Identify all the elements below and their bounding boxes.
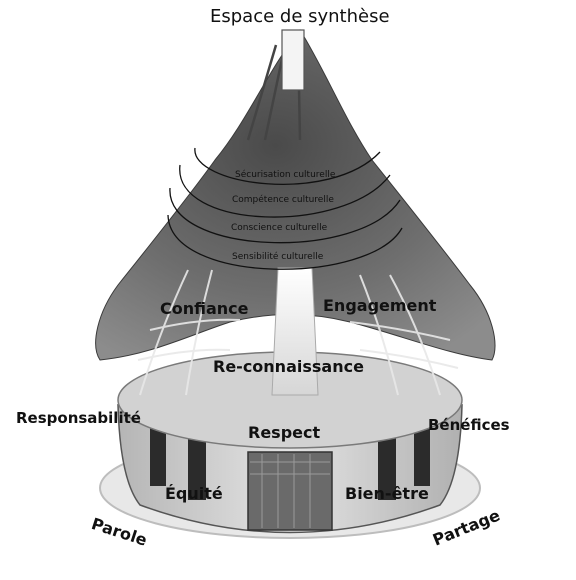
ring-sensibilite bbox=[167, 214, 403, 270]
label-conscience-culturelle: Conscience culturelle bbox=[231, 223, 328, 233]
ring-securisation bbox=[194, 147, 381, 185]
label-securisation-culturelle: Sécurisation culturelle bbox=[235, 170, 336, 180]
central-pole bbox=[271, 267, 319, 396]
door-lattice bbox=[250, 454, 330, 528]
label-responsabilite: Responsabilité bbox=[16, 409, 141, 427]
label-engagement: Engagement bbox=[323, 296, 437, 315]
label-confiance: Confiance bbox=[160, 299, 249, 318]
label-reconnaissance: Re-connaissance bbox=[213, 357, 364, 376]
wall-hangings bbox=[150, 428, 430, 500]
roof-framework bbox=[137, 269, 459, 396]
ring-competence bbox=[179, 164, 391, 218]
label-benefices: Bénéfices bbox=[428, 416, 510, 434]
smoke-flap bbox=[281, 29, 305, 91]
ring-conscience bbox=[169, 187, 401, 244]
label-equite: Équité bbox=[165, 484, 223, 503]
label-competence-culturelle: Compétence culturelle bbox=[232, 195, 334, 205]
label-sensibilite-culturelle: Sensibilité culturelle bbox=[232, 252, 324, 262]
label-bien-etre: Bien-être bbox=[345, 484, 429, 503]
diagram-title: Espace de synthèse bbox=[210, 6, 390, 27]
label-respect: Respect bbox=[248, 423, 321, 442]
hut-door bbox=[247, 451, 333, 531]
culture-rings bbox=[167, 147, 403, 270]
